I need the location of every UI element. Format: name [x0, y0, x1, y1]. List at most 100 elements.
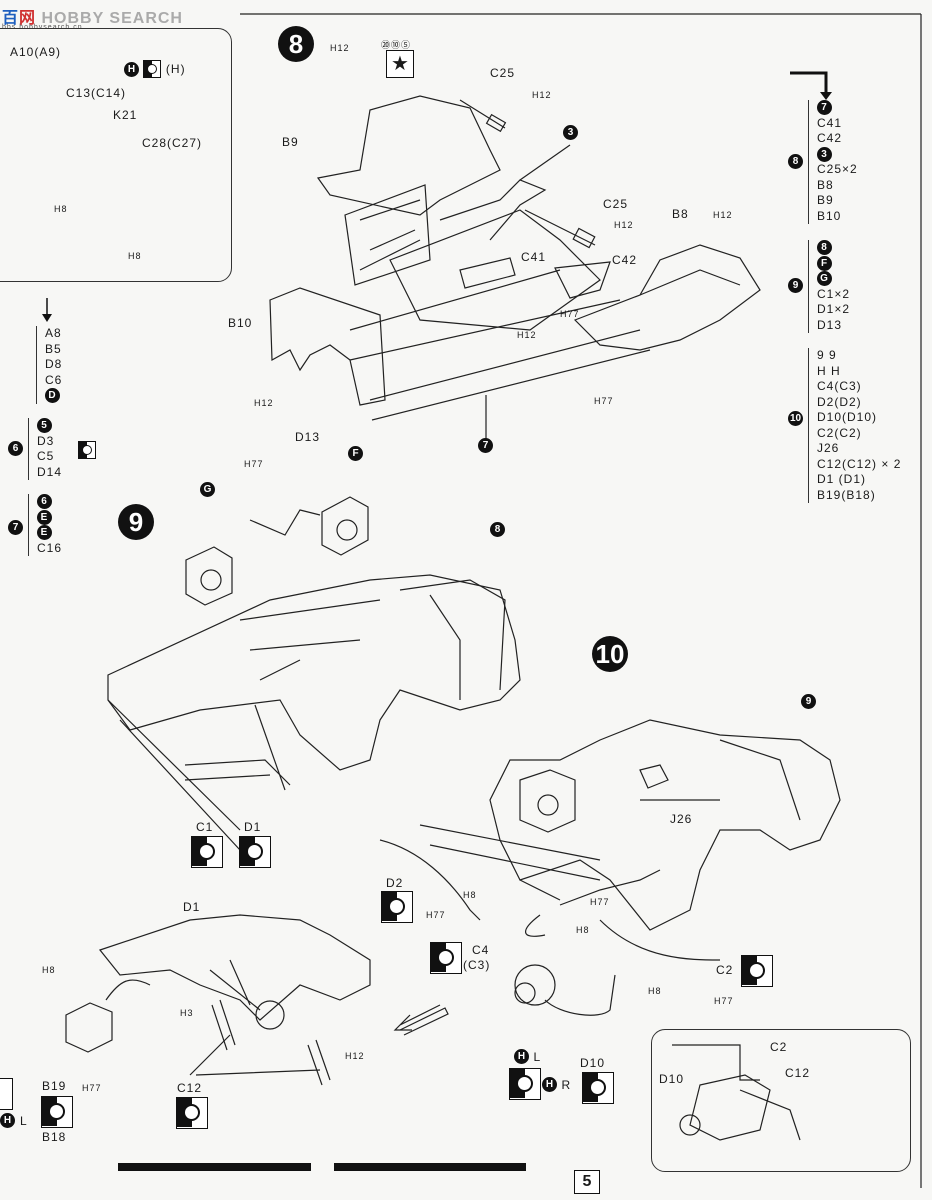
right-parts-list-8: 7 C41 C42 3 C25×2 B8 B9 B10	[808, 100, 858, 224]
parts-item: B19(B18)	[817, 487, 876, 502]
inset-top-left	[0, 28, 232, 282]
parts-item: C16	[37, 540, 63, 555]
parts-item: F	[817, 255, 850, 272]
cement-mark-hh: H (H)	[124, 60, 186, 78]
hl-marker: H L	[514, 1048, 541, 1066]
part-label-c25: C25	[603, 197, 629, 211]
hobby-search-logo: 百网 HOBBY SEARCH	[2, 10, 183, 27]
cement-icon	[430, 942, 462, 974]
step-10-marker: 10	[788, 411, 803, 426]
part-label-a10: A10(A9)	[10, 45, 62, 59]
parts-item: 5	[37, 418, 62, 434]
part-label-c28: C28(C27)	[142, 136, 203, 150]
parts-item: D2(D2)	[817, 394, 862, 409]
part-label-c4: C4	[472, 943, 490, 957]
part-label-d1: D1	[183, 900, 201, 914]
parts-item: C41	[817, 115, 843, 130]
part-label-d1: D1	[244, 820, 262, 834]
parts-item: C1×2	[817, 286, 851, 301]
bottom-bar-right	[334, 1163, 526, 1171]
cement-icon	[143, 60, 162, 78]
part-label-c12: C12	[177, 1081, 203, 1095]
step-ref-7: 7	[478, 438, 493, 453]
parts-item: C2(C2)	[817, 425, 862, 440]
h77-label: H77	[594, 396, 614, 406]
parts-item: C42	[817, 131, 843, 145]
step-ref-9: 9	[801, 694, 816, 709]
parts-item: 7	[817, 100, 858, 116]
step-9-badge: 9	[118, 504, 154, 540]
h8-label-b: H8	[128, 251, 142, 261]
h12-label: H12	[254, 398, 274, 408]
part-label-d13: D13	[295, 430, 321, 444]
logo-subtext: bbs.hobbysearch.cn	[2, 24, 83, 31]
part-label-k21: K21	[113, 108, 138, 122]
part-label-b8: B8	[672, 207, 689, 221]
h12-label: H12	[614, 220, 634, 230]
left-parts-list-7: 6 E E C16	[28, 494, 62, 556]
parts-item: B8	[817, 177, 834, 192]
part-label-c2: C2	[716, 963, 734, 977]
parts-item: E	[37, 525, 62, 541]
step-ref-f: F	[348, 446, 363, 461]
hr-marker: H R	[542, 1076, 571, 1094]
h8-label: H8	[463, 890, 477, 900]
step-7-marker: 7	[8, 520, 23, 535]
parts-item: D10(D10)	[817, 410, 878, 424]
parts-item: C4(C3)	[817, 379, 862, 393]
cement-icon	[78, 441, 96, 459]
parts-item: E	[37, 509, 62, 526]
part-label-d10: D10	[659, 1072, 685, 1086]
parts-item: C12(C12) × 2	[817, 456, 902, 471]
part-label-c13: C13(C14)	[66, 86, 127, 100]
part-label-c41: C41	[521, 250, 547, 264]
h8-label: H8	[576, 925, 590, 935]
cement-icon	[41, 1096, 73, 1128]
h77-label: H77	[244, 459, 264, 469]
right-parts-list-9: 8 F G C1×2 D1×2 D13	[808, 240, 850, 333]
h77-label: H77	[590, 897, 610, 907]
part-label-b10: B10	[228, 316, 253, 330]
part-label-d2: D2	[386, 876, 404, 890]
page-number: 5	[574, 1170, 600, 1194]
step-ref-3: 3	[563, 125, 578, 140]
h12-label: H12	[713, 210, 733, 220]
parts-item: 3	[817, 146, 858, 163]
cement-icon	[741, 955, 773, 987]
parts-item: G	[817, 271, 850, 287]
left-parts-list-1: A8 B5 D8 C6 D	[36, 326, 62, 404]
parts-item: 9 9	[817, 348, 837, 362]
h8-label: H8	[648, 986, 662, 996]
part-label-c3: (C3)	[463, 958, 491, 972]
step-9-marker: 9	[788, 278, 803, 293]
part-label-b19: B19	[42, 1079, 67, 1093]
part-label-c2: C2	[770, 1040, 788, 1054]
part-label-c12: C12	[785, 1066, 811, 1080]
h8-label: H8	[42, 965, 56, 975]
parts-item: C6	[45, 372, 63, 387]
part-label-b18: B18	[42, 1130, 67, 1144]
hh-label: (H)	[165, 62, 186, 77]
h12-label: H12	[517, 330, 537, 340]
cement-icon	[381, 891, 413, 923]
cement-icon	[509, 1068, 541, 1100]
parts-item: 6	[37, 494, 62, 510]
part-label-c42: C42	[612, 253, 638, 267]
h77-label: H77	[82, 1083, 102, 1093]
parts-item: B9	[817, 193, 834, 207]
parts-item: D8	[45, 357, 63, 371]
parts-item: D14	[37, 464, 63, 479]
h3-label: H3	[180, 1008, 194, 1018]
parts-item: B10	[817, 208, 842, 223]
step-6-marker: 6	[8, 441, 23, 456]
part-label-b9: B9	[282, 135, 299, 149]
parts-item: H H	[817, 363, 841, 378]
part-label-j26: J26	[670, 812, 693, 826]
left-parts-list-6: 5 D3 C5 D14	[28, 418, 62, 480]
h77-label: H77	[426, 910, 446, 920]
parts-item: D3	[37, 433, 55, 448]
h77-label: H77	[560, 309, 580, 319]
h12-label: H12	[532, 90, 552, 100]
part-label-c1: C1	[196, 820, 214, 834]
l-suffix-label: L	[20, 1114, 28, 1128]
